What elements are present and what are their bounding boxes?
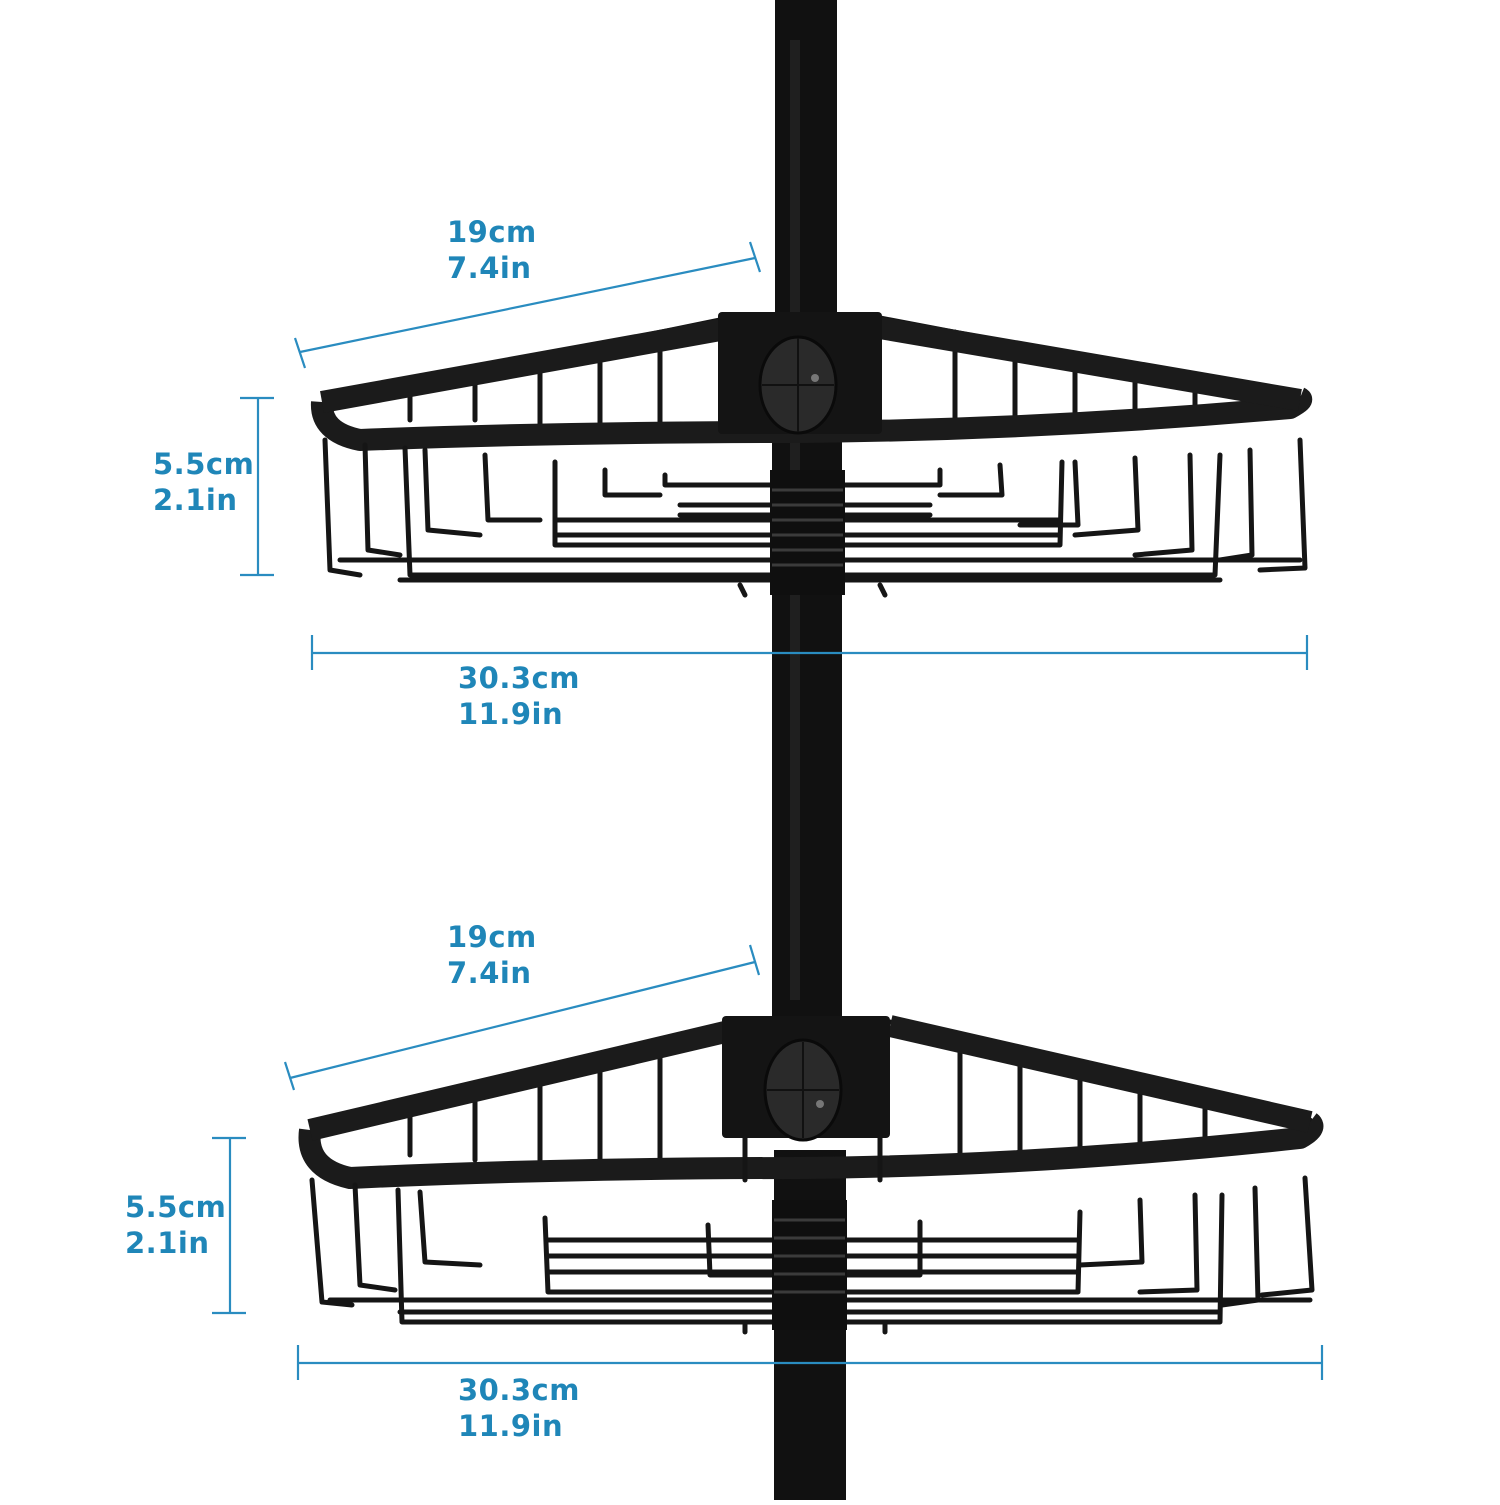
upper-height-in: 2.1in [153, 483, 238, 517]
lower-height-label: 5.5cm 2.1in [125, 1189, 226, 1261]
upper-width-in: 11.9in [458, 697, 564, 731]
lower-depth-cm: 19cm [447, 920, 537, 954]
lower-height-dimension-line [212, 1136, 246, 1315]
upper-height-label: 5.5cm 2.1in [153, 446, 254, 518]
lower-depth-in: 7.4in [447, 956, 532, 990]
upper-width-dimension-line [310, 635, 1309, 670]
upper-height-dimension-line [240, 396, 274, 577]
lower-depth-label: 19cm 7.4in [447, 919, 537, 991]
upper-depth-in: 7.4in [447, 251, 532, 285]
lower-width-dimension-line [296, 1345, 1324, 1380]
upper-depth-dimension-line [293, 241, 762, 369]
lower-depth-dimension-line [283, 944, 761, 1091]
lower-height-cm: 5.5cm [125, 1190, 227, 1224]
upper-width-label: 30.3cm 11.9in [458, 660, 580, 732]
upper-width-cm: 30.3cm [458, 661, 580, 695]
lower-width-in: 11.9in [458, 1409, 564, 1443]
lower-width-label: 30.3cm 11.9in [458, 1372, 580, 1444]
lower-basket [298, 1015, 1324, 1335]
upper-basket [310, 312, 1313, 598]
lower-height-in: 2.1in [125, 1226, 210, 1260]
lower-width-cm: 30.3cm [458, 1373, 580, 1407]
upper-depth-cm: 19cm [447, 215, 537, 249]
upper-height-cm: 5.5cm [153, 447, 255, 481]
upper-depth-label: 19cm 7.4in [447, 214, 537, 286]
